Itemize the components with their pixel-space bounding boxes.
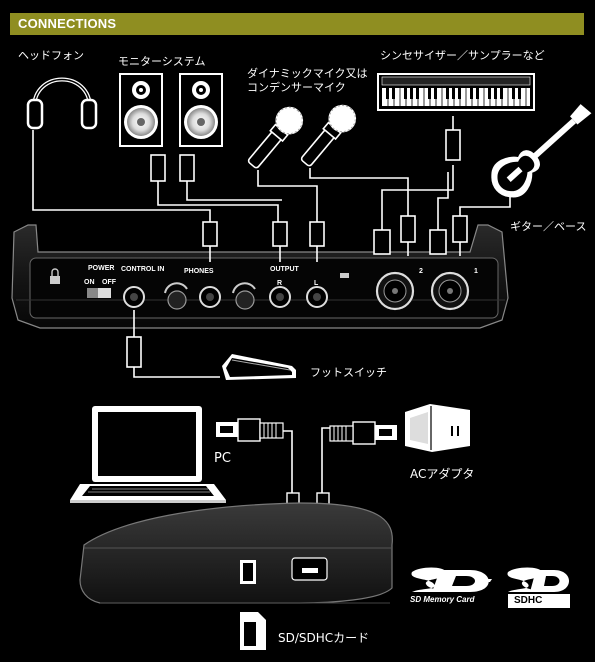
- panel-off-label: OFF: [102, 279, 116, 286]
- panel-phones-label: PHONES: [184, 268, 214, 275]
- control-in-plug: [126, 310, 142, 368]
- label-synth: シンセサイザー／サンプラーなど: [380, 49, 545, 62]
- section-header: CONNECTIONS: [10, 13, 584, 35]
- section-title: CONNECTIONS: [18, 16, 117, 31]
- sd-card-icon: [240, 612, 266, 650]
- sd-memory-card-logo-text: SD Memory Card: [410, 595, 475, 604]
- label-headphones: ヘッドフォン: [18, 49, 84, 62]
- synth-plug: [445, 116, 461, 161]
- device-plugs: [202, 215, 468, 262]
- laptop-pc-icon: [70, 406, 226, 503]
- usb-plug-ac-icon: [329, 421, 397, 445]
- foot-switch-icon: [222, 354, 296, 380]
- panel-ch1-label: 1: [474, 268, 478, 275]
- panel-control-in-label: CONTROL IN: [121, 266, 165, 273]
- panel-r-label: R: [277, 280, 283, 287]
- label-foot-switch: フットスイッチ: [310, 366, 387, 379]
- label-mic-line2: コンデンサーマイク: [247, 81, 346, 94]
- label-guitar-bass: ギター／ベース: [510, 220, 587, 233]
- panel-on-label: ON: [84, 279, 95, 286]
- monitor-speaker-right-icon: [179, 73, 223, 147]
- label-monitor-system: モニターシステム: [118, 55, 206, 68]
- guitar-icon: [491, 104, 592, 198]
- headphones-icon: [26, 77, 98, 130]
- sdhc-logo-icon: [507, 567, 570, 608]
- panel-l-label: L: [314, 280, 319, 287]
- usb-plug-pc-icon: [216, 418, 284, 442]
- ac-adapter-icon: [405, 404, 470, 452]
- panel-power-label: POWER: [88, 265, 115, 272]
- panel-output-label: OUTPUT: [270, 266, 299, 273]
- label-sd-card: SD/SDHCカード: [278, 631, 370, 645]
- audio-interface-device: [11, 224, 509, 329]
- label-ac-adapter: ACアダプタ: [410, 467, 475, 481]
- label-mic-line1: ダイナミックマイク又は: [247, 67, 368, 80]
- microphone-icon: [247, 104, 357, 169]
- panel-ch2-label: 2: [419, 268, 423, 275]
- monitor-speaker-left-icon: [119, 73, 163, 147]
- sd-memory-card-logo-icon: [411, 567, 492, 592]
- label-pc: PC: [214, 451, 231, 466]
- recorder-device: [79, 502, 393, 604]
- synthesizer-icon: [377, 73, 535, 111]
- speaker-plugs: [150, 154, 195, 195]
- sdhc-logo-text: SDHC: [514, 595, 543, 606]
